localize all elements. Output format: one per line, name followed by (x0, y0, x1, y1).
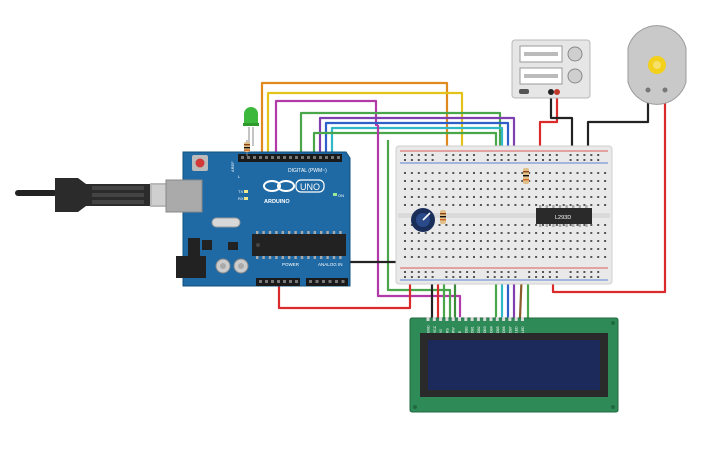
l-label: L (238, 174, 241, 179)
brand-label: ARDUINO (264, 199, 290, 205)
wire-magenta-top (274, 99, 378, 153)
lcd-pin-label: E (458, 330, 462, 333)
lcd-pin-label: LED (515, 326, 519, 333)
digital-label: DIGITAL (PWM~) (288, 168, 327, 174)
lcd-pin-label: VCC (433, 325, 437, 333)
arduino-logo: UNO ARDUINO (263, 179, 325, 205)
lcd-pin-label: DB3 (483, 326, 487, 333)
lcd-pin-label: DB7 (508, 326, 512, 333)
wire-black-supply (549, 92, 574, 155)
led-icon (243, 107, 259, 146)
lcd-pin-label: DB6 (502, 326, 506, 333)
backlight-resistor (523, 168, 529, 184)
lcd-pin-label: DB2 (477, 326, 481, 333)
current-knob-icon[interactable] (567, 68, 583, 84)
analog-label: ANALOG IN (318, 262, 343, 267)
voltage-knob-icon[interactable] (567, 46, 583, 62)
lcd-pin-label: GND (427, 325, 431, 333)
aref-label: AREF (230, 161, 235, 172)
atmega-chip (252, 234, 346, 256)
digital-pins (241, 156, 340, 159)
lcd-pin-label: DB5 (496, 326, 500, 333)
power-supply-icon[interactable] (511, 39, 591, 99)
model-label: UNO (300, 182, 320, 192)
usb-cable-icon (15, 178, 186, 212)
contrast-resistor (440, 210, 446, 224)
lcd-pin-label: RW (452, 327, 456, 333)
lcd-pin-label: DB4 (490, 326, 494, 333)
on-label: ON (338, 193, 344, 198)
wire-red-5v (277, 282, 412, 310)
wire-green-loop (386, 140, 452, 318)
arduino-uno-board: DIGITAL (PWM~) AREF UNO ARDUINO TX RX ON… (165, 151, 351, 287)
lcd-pin-label: LED (521, 326, 525, 333)
rx-label: RX (238, 196, 244, 201)
led-resistor (244, 140, 250, 156)
wire-orange (260, 81, 449, 178)
driver-chip-label: L293D (555, 215, 571, 221)
wire-black-motor (586, 92, 650, 155)
analog-header (306, 278, 348, 286)
breadboard (395, 145, 613, 285)
wire-magenta-loop (376, 125, 462, 318)
tx-label: TX (238, 189, 243, 194)
lcd-pin-label: DB0 (464, 326, 468, 333)
power-jack (176, 256, 206, 278)
reset-button[interactable] (192, 155, 208, 171)
dc-motor-icon[interactable] (627, 25, 687, 105)
power-label: POWER (282, 262, 300, 267)
l293d-driver-chip: L293D (536, 205, 592, 227)
crystal (211, 217, 241, 228)
potentiometer-icon[interactable] (411, 208, 435, 232)
usb-jack (165, 179, 203, 213)
lcd-pin-label: DB1 (471, 326, 475, 333)
lcd-screen (428, 340, 600, 390)
capacitors (215, 258, 249, 274)
wire-yellow (266, 91, 464, 178)
lcd-pin-label: RS (445, 328, 449, 333)
lcd-pin-label: V0 (439, 329, 443, 333)
